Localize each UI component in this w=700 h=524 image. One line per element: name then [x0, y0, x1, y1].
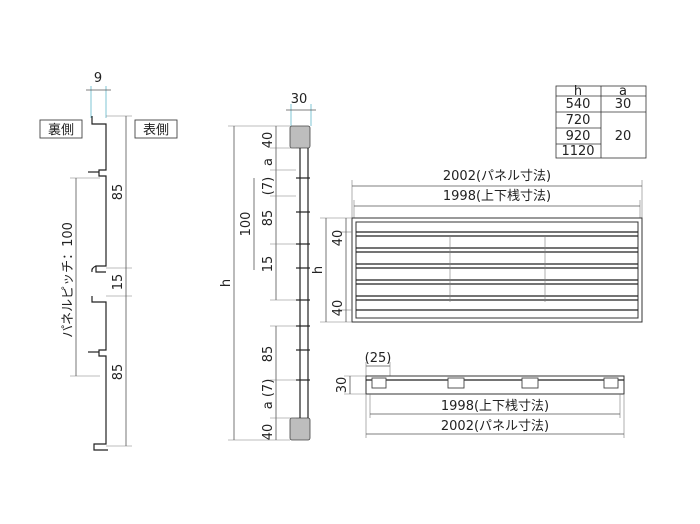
section-drawing: 30 h 100 40 a (7) 85 15	[219, 92, 316, 441]
section-dim-40-top: 40	[261, 132, 276, 149]
plan-end-left	[371, 377, 387, 389]
profile-width-label: 9	[94, 71, 102, 86]
back-side-label: 裏側	[48, 123, 74, 138]
back-side-box	[39, 119, 83, 139]
front-side-box	[134, 119, 178, 139]
table-h-720: 720	[566, 113, 591, 128]
plan-panel-width: 2002(パネル寸法)	[441, 419, 549, 434]
section-width-label: 30	[291, 92, 308, 107]
profile-drawing: 9 裏側 表側 85 15 85 パネルピッチ：100	[39, 71, 178, 451]
plan-bracket-1	[447, 377, 465, 389]
table-h-1120: 1120	[561, 144, 594, 159]
section-dim-85-top: 85	[261, 210, 276, 227]
table-header-a: a	[619, 84, 627, 99]
profile-dim-gap: 15	[111, 274, 126, 291]
plan-inset-label: (25)	[365, 351, 392, 366]
section-dim-a-top: a	[261, 158, 276, 166]
front-rail-width: 1998(上下桟寸法)	[443, 189, 551, 204]
plan-bracket-2	[521, 377, 539, 389]
front-slats	[356, 231, 638, 311]
profile-dim-bottom: 85	[111, 364, 126, 381]
front-top-rail: 40	[331, 230, 346, 247]
front-slat-joints	[449, 236, 546, 302]
panel-pitch-label: パネルピッチ：100	[61, 222, 76, 338]
section-dim-15: 15	[261, 256, 276, 273]
section-dim-40-bottom: 40	[261, 424, 276, 441]
table-a-20: 20	[615, 129, 632, 144]
plan-rail	[365, 375, 625, 395]
section-h-label: h	[219, 279, 234, 287]
bottom-cap	[289, 417, 311, 441]
section-dim-85-bottom: 85	[261, 346, 276, 363]
section-slat-ticks	[296, 177, 310, 381]
section-pitch-label: 100	[239, 212, 254, 237]
profile-outline	[91, 116, 108, 451]
plan-depth-label: 30	[335, 377, 350, 394]
table-header-h: h	[574, 84, 582, 99]
front-elevation: 2002(パネル寸法) 1998(上下桟寸法) h	[311, 169, 643, 323]
table-h-540: 540	[566, 97, 591, 112]
plan-view: (25) 30 1998(上下桟寸法) 2002(パネル寸法)	[335, 351, 625, 438]
section-dim-a7-bottom: a (7)	[261, 379, 276, 410]
front-side-label: 表側	[143, 123, 169, 138]
plan-rail-width: 1998(上下桟寸法)	[441, 399, 549, 414]
table-a-30: 30	[615, 97, 632, 112]
table-h-920: 920	[566, 129, 591, 144]
section-dim-7-top: (7)	[261, 177, 276, 195]
front-bottom-rail: 40	[331, 300, 346, 317]
front-h-label: h	[311, 266, 326, 274]
profile-dim-top: 85	[111, 184, 126, 201]
front-panel-width: 2002(パネル寸法)	[443, 169, 551, 184]
front-panel-inner	[355, 221, 639, 319]
plan-end-right	[603, 377, 619, 389]
top-cap	[289, 125, 311, 149]
h-a-table: h a 540 30 720 920 20 1120	[555, 84, 647, 159]
